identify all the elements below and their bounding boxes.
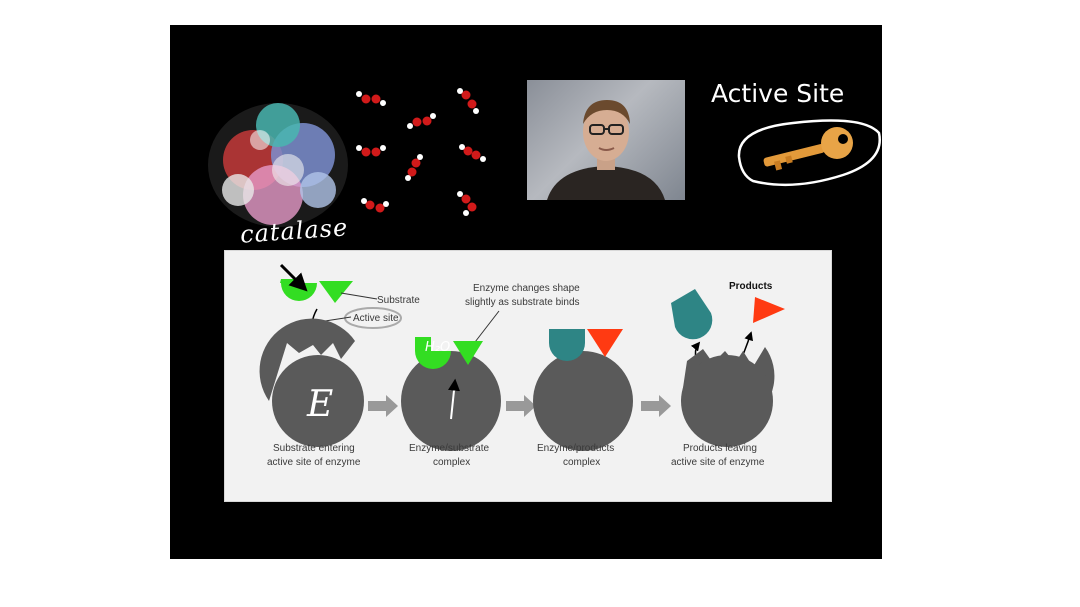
step-1-caption-line1: Substrate entering xyxy=(273,443,355,454)
active-site-title: Active Site xyxy=(711,79,845,108)
step-4-caption-line2: active site of enzyme xyxy=(671,457,765,468)
presenter-video xyxy=(527,80,685,200)
shape-change-line2: slightly as substrate binds xyxy=(465,297,580,308)
chalk-arrow xyxy=(448,378,460,420)
h2o2-molecule xyxy=(405,154,423,181)
h2o2-molecule xyxy=(457,88,479,114)
h2o2-molecule xyxy=(407,113,436,129)
key-icon xyxy=(763,127,853,171)
step-3-caption-line2: complex xyxy=(563,457,600,468)
catalase-protein-image xyxy=(208,103,348,227)
water-molecules-illustration xyxy=(356,88,486,216)
enzyme-3 xyxy=(533,351,633,451)
step-2-caption-line1: Enzyme/substrate xyxy=(409,443,489,454)
step-2-caption-line2: complex xyxy=(433,457,470,468)
product-red-leaving xyxy=(753,297,785,323)
chalk-circle xyxy=(737,119,881,187)
products-label: Products xyxy=(729,281,773,292)
enzyme-2 xyxy=(401,351,501,451)
h2o2-molecule xyxy=(457,191,477,216)
flow-arrow xyxy=(506,395,536,417)
flow-arrow xyxy=(368,395,398,417)
product-red xyxy=(587,329,623,357)
h2o2-molecule xyxy=(459,144,486,162)
key-in-circle-illustration xyxy=(737,119,881,187)
step-4-caption-line1: Products leaving xyxy=(683,443,757,454)
flow-arrow xyxy=(641,395,671,417)
enzyme-diagram-panel: Substrate Active site E Enzyme changes s… xyxy=(224,250,832,502)
enzyme-substrate-diagram: Substrate Active site E Enzyme changes s… xyxy=(259,263,785,468)
active-site-label: Active site xyxy=(353,313,399,324)
hand-drawn-arrow xyxy=(279,263,308,292)
step-1-caption-line2: active site of enzyme xyxy=(267,457,361,468)
product-teal xyxy=(549,329,585,361)
product-teal-leaving xyxy=(671,289,713,340)
enzyme-1 xyxy=(259,318,355,401)
lecture-slide: catalase xyxy=(170,25,882,559)
substrate-label: Substrate xyxy=(377,295,420,306)
h2o2-molecule xyxy=(356,145,386,157)
h2o2-molecule xyxy=(361,198,389,213)
h2o2-molecule xyxy=(356,91,386,106)
substrate-shapes xyxy=(280,279,353,303)
shape-change-line1: Enzyme changes shape xyxy=(473,283,580,294)
handwritten-note: H₂O xyxy=(425,340,450,355)
substrate-leader-line xyxy=(340,292,378,300)
presenter-figure xyxy=(547,100,665,200)
step-3-caption-line1: Enzyme/products xyxy=(537,443,614,454)
enzyme-letter: E xyxy=(306,384,333,425)
